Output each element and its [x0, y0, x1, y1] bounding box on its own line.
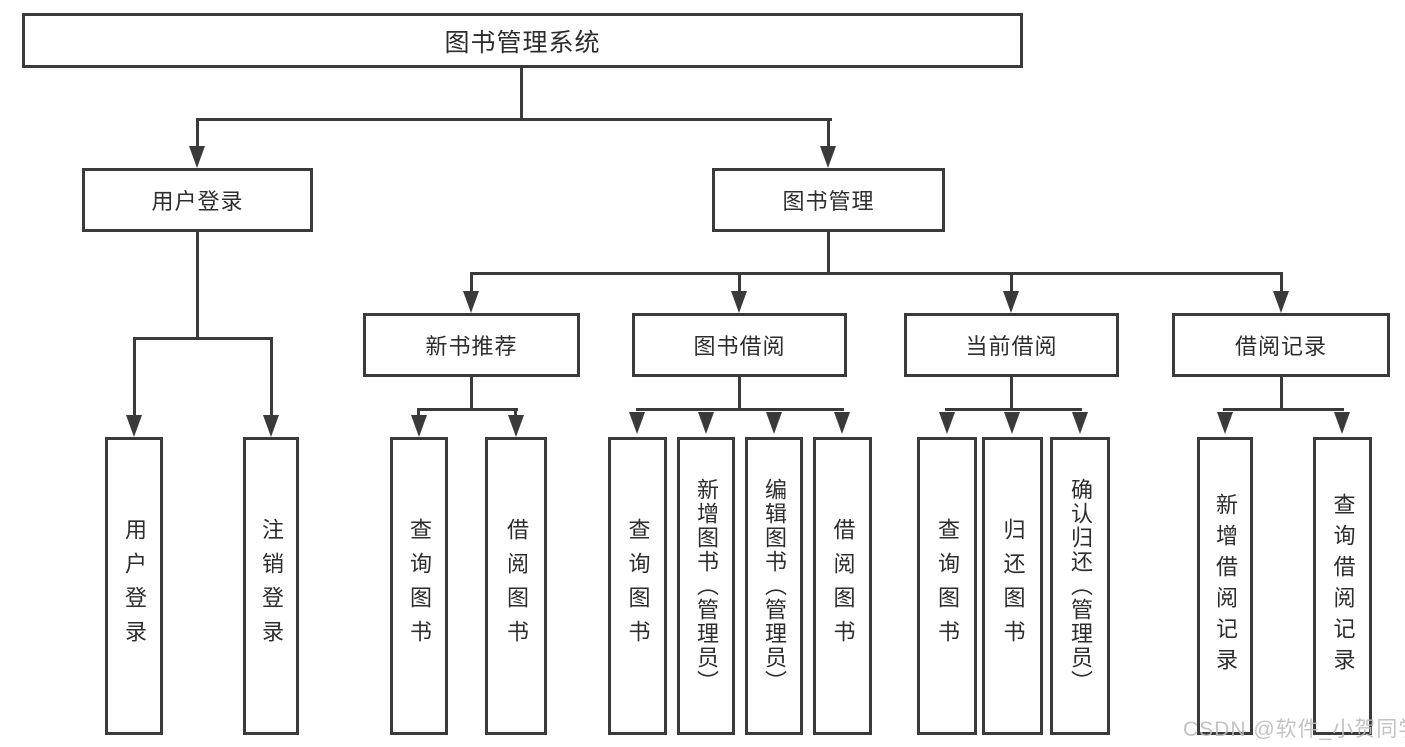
- node-book-borrow: 图书借阅: [632, 313, 847, 377]
- arrow-down-icon: [629, 412, 645, 434]
- arrow-down-icon: [411, 415, 427, 437]
- arrow-down-icon: [939, 412, 955, 434]
- leaf-borrow-edit-admin: 编辑图书（管理员）: [745, 437, 803, 735]
- node-user-login: 用户登录: [82, 168, 313, 232]
- node-borrow-record: 借阅记录: [1172, 313, 1390, 377]
- connector-line: [196, 118, 199, 148]
- node-borrow-record-label: 借阅记录: [1234, 334, 1327, 359]
- arrow-down-icon: [263, 415, 279, 437]
- leaf-newbook-query: 查询图书: [390, 437, 448, 735]
- connector-line: [1010, 377, 1013, 408]
- leaf-borrow-query-label: 查询图书: [625, 518, 651, 654]
- connector-line: [738, 377, 741, 408]
- leaf-logout: 注销登录: [243, 437, 299, 735]
- leaf-current-confirm-admin-label: 确认归还（管理员）: [1068, 478, 1093, 694]
- connector-line: [827, 118, 830, 148]
- leaf-user-login-label: 用户登录: [122, 518, 147, 654]
- csdn-watermark: CSDN @软件_小贺同学: [1183, 718, 1405, 741]
- connector-line: [1223, 408, 1344, 411]
- leaf-current-confirm-admin: 确认归还（管理员）: [1050, 437, 1110, 735]
- connector-line: [514, 408, 517, 417]
- connector-line: [133, 337, 136, 415]
- leaf-record-add-label: 新增借阅记录: [1213, 493, 1238, 679]
- node-current-borrow: 当前借阅: [904, 313, 1119, 377]
- leaf-user-login: 用户登录: [105, 437, 163, 735]
- connector-line: [133, 337, 273, 340]
- arrow-down-icon: [820, 146, 836, 168]
- connector-line: [196, 118, 832, 121]
- leaf-borrow-query: 查询图书: [608, 437, 667, 735]
- connector-line: [1280, 377, 1283, 408]
- arrow-down-icon: [1003, 291, 1019, 313]
- leaf-borrow-borrow: 借阅图书: [813, 437, 872, 735]
- connector-line: [738, 272, 741, 293]
- arrow-down-icon: [731, 291, 747, 313]
- leaf-newbook-query-label: 查询图书: [407, 518, 432, 654]
- node-user-login-label: 用户登录: [151, 189, 244, 214]
- leaf-newbook-borrow: 借阅图书: [485, 437, 547, 735]
- connector-line: [827, 232, 830, 272]
- leaf-borrow-add-admin-label: 新增图书（管理员）: [694, 478, 719, 694]
- leaf-borrow-borrow-label: 借阅图书: [830, 518, 856, 654]
- node-root-label: 图书管理系统: [444, 28, 601, 57]
- connector-line: [945, 408, 1082, 411]
- node-book-management-label: 图书管理: [782, 189, 875, 214]
- leaf-current-return: 归还图书: [982, 437, 1043, 735]
- node-root-system: 图书管理系统: [22, 13, 1023, 68]
- connector-line: [270, 337, 273, 415]
- connector-line: [520, 68, 523, 118]
- arrow-down-icon: [508, 415, 524, 437]
- connector-line: [196, 232, 199, 337]
- connector-line: [636, 408, 844, 411]
- connector-line: [417, 408, 420, 417]
- leaf-record-add: 新增借阅记录: [1197, 437, 1253, 735]
- arrow-down-icon: [1334, 412, 1350, 434]
- arrow-down-icon: [463, 291, 479, 313]
- connector-line: [417, 408, 518, 411]
- node-book-management: 图书管理: [712, 168, 945, 232]
- node-new-book-recommend-label: 新书推荐: [425, 334, 518, 359]
- node-current-borrow-label: 当前借阅: [965, 334, 1058, 359]
- leaf-current-return-label: 归还图书: [1000, 518, 1026, 654]
- arrow-down-icon: [698, 412, 714, 434]
- leaf-newbook-borrow-label: 借阅图书: [504, 518, 529, 654]
- connector-line: [1010, 272, 1013, 293]
- node-book-borrow-label: 图书借阅: [693, 334, 786, 359]
- arrow-down-icon: [766, 412, 782, 434]
- arrow-down-icon: [834, 412, 850, 434]
- leaf-record-query-label: 查询借阅记录: [1330, 493, 1356, 679]
- arrow-down-icon: [189, 146, 205, 168]
- node-new-book-recommend: 新书推荐: [363, 313, 580, 377]
- leaf-borrow-edit-admin-label: 编辑图书（管理员）: [762, 478, 787, 694]
- leaf-current-query-label: 查询图书: [935, 518, 960, 654]
- arrow-down-icon: [1273, 291, 1289, 313]
- arrow-down-icon: [1004, 412, 1020, 434]
- arrow-down-icon: [1072, 412, 1088, 434]
- leaf-record-query: 查询借阅记录: [1313, 437, 1372, 735]
- leaf-current-query: 查询图书: [917, 437, 977, 735]
- arrow-down-icon: [126, 415, 142, 437]
- arrow-down-icon: [1217, 412, 1233, 434]
- leaf-borrow-add-admin: 新增图书（管理员）: [677, 437, 735, 735]
- connector-line: [1280, 272, 1283, 293]
- leaf-logout-label: 注销登录: [259, 518, 284, 654]
- connector-line: [470, 272, 473, 293]
- connector-line: [470, 272, 1283, 275]
- connector-line: [470, 377, 473, 408]
